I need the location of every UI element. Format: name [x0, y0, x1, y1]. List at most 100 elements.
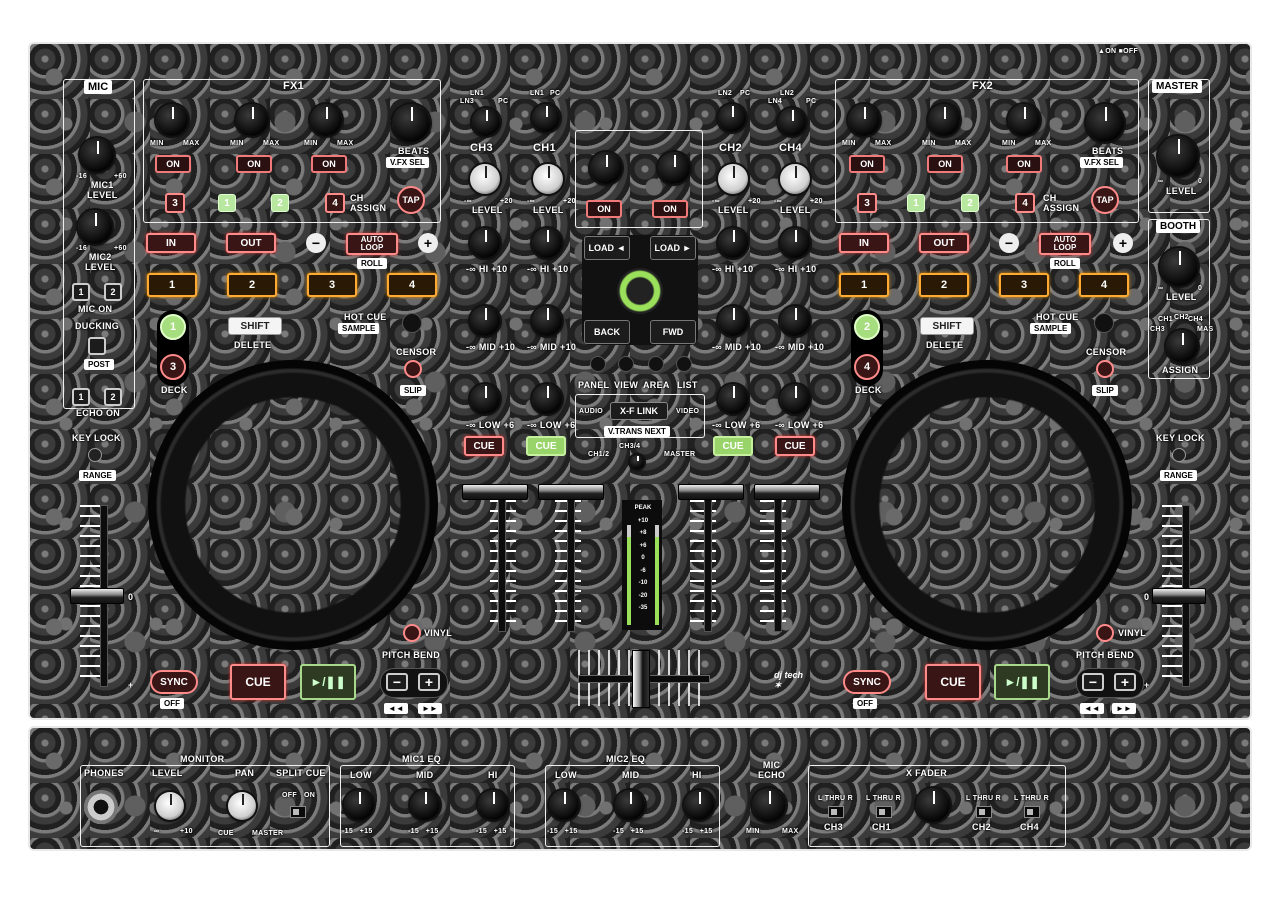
- panel-button[interactable]: [590, 356, 606, 372]
- right-pitch-fader[interactable]: [1152, 588, 1206, 604]
- ch2-mid-eq-knob[interactable]: [718, 306, 748, 336]
- right-key-lock-button[interactable]: [1172, 448, 1186, 462]
- ch4-channel-fader[interactable]: [754, 484, 820, 500]
- fx1-param1-knob[interactable]: [156, 104, 188, 136]
- echo-on-2-button[interactable]: 2: [104, 388, 122, 406]
- right-pad-4-button[interactable]: 4: [1079, 273, 1129, 297]
- ch4-input-select-knob[interactable]: [778, 108, 806, 136]
- back-button[interactable]: BACK: [584, 320, 630, 344]
- left-sync-button[interactable]: SYNC: [150, 670, 198, 694]
- fx1-assign-1-button[interactable]: 1: [218, 194, 236, 212]
- crossfader[interactable]: [632, 650, 650, 708]
- ch4-mid-eq-knob[interactable]: [780, 306, 810, 336]
- right-loop-out-button[interactable]: OUT: [919, 233, 969, 253]
- ch2-channel-fader[interactable]: [678, 484, 744, 500]
- left-pad-4-button[interactable]: 4: [387, 273, 437, 297]
- fx2-param2-knob[interactable]: [928, 104, 960, 136]
- right-play-pause-button[interactable]: ►/❚❚: [994, 664, 1050, 700]
- booth-level-knob[interactable]: [1160, 248, 1198, 286]
- meter-select-knob[interactable]: [630, 455, 644, 469]
- mic2-mid-eq-knob[interactable]: [615, 790, 645, 820]
- fx1-assign-2-button[interactable]: 2: [271, 194, 289, 212]
- ch1-mid-eq-knob[interactable]: [532, 306, 562, 336]
- left-pad-3-button[interactable]: 3: [307, 273, 357, 297]
- ch3-mid-eq-knob[interactable]: [470, 306, 500, 336]
- right-loop-in-button[interactable]: IN: [839, 233, 889, 253]
- ch1-level-knob[interactable]: [533, 164, 563, 194]
- ch2-cue-button[interactable]: CUE: [713, 436, 753, 456]
- mic1-level-knob[interactable]: [80, 138, 114, 172]
- ch2-input-select-knob[interactable]: [718, 104, 746, 132]
- ducking-button[interactable]: [88, 337, 106, 355]
- right-pitch-bend-minus-button[interactable]: −: [1082, 673, 1104, 691]
- right-deck-4-button[interactable]: 4: [854, 354, 880, 380]
- left-loop-in-button[interactable]: IN: [146, 233, 196, 253]
- ch3-input-select-knob[interactable]: [472, 108, 500, 136]
- ch1-low-eq-knob[interactable]: [532, 384, 562, 414]
- left-shift-button[interactable]: SHIFT: [228, 317, 282, 335]
- fx2-assign-4-button[interactable]: 4: [1015, 193, 1035, 213]
- left-jog-wheel[interactable]: [148, 360, 438, 650]
- ch1-xfader-assign-switch[interactable]: [876, 806, 892, 818]
- right-cue-button[interactable]: CUE: [925, 664, 981, 700]
- fx1-assign-4-button[interactable]: 4: [325, 193, 345, 213]
- left-loop-plus-button[interactable]: +: [418, 233, 438, 253]
- ch3-low-eq-knob[interactable]: [470, 384, 500, 414]
- ch4-cue-button[interactable]: CUE: [775, 436, 815, 456]
- right-pad-3-button[interactable]: 3: [999, 273, 1049, 297]
- fx1-on-2-button[interactable]: ON: [236, 155, 272, 173]
- fx2-assign-3-button[interactable]: 3: [857, 193, 877, 213]
- fx2-on-3-button[interactable]: ON: [1006, 155, 1042, 173]
- fx1-param3-knob[interactable]: [310, 104, 342, 136]
- mic2-hi-eq-knob[interactable]: [684, 790, 714, 820]
- mic2-level-knob[interactable]: [78, 210, 112, 244]
- left-pitch-bend-plus-button[interactable]: +: [418, 673, 440, 691]
- right-censor-button[interactable]: [1096, 360, 1114, 378]
- ch2-level-knob[interactable]: [718, 164, 748, 194]
- left-vinyl-button[interactable]: [403, 624, 421, 642]
- monitor-level-knob[interactable]: [156, 792, 184, 820]
- right-mode-button[interactable]: [1094, 313, 1114, 333]
- left-pad-1-button[interactable]: 1: [147, 273, 197, 297]
- mic1-low-eq-knob[interactable]: [344, 790, 374, 820]
- mic1-mid-eq-knob[interactable]: [410, 790, 440, 820]
- right-pad-2-button[interactable]: 2: [919, 273, 969, 297]
- fwd-button[interactable]: FWD: [650, 320, 696, 344]
- right-loop-plus-button[interactable]: +: [1113, 233, 1133, 253]
- headphone-jack[interactable]: [84, 790, 118, 824]
- fx1-on-1-button[interactable]: ON: [155, 155, 191, 173]
- load-left-button[interactable]: LOAD ◄: [584, 236, 630, 260]
- load-right-button[interactable]: LOAD ►: [650, 236, 696, 260]
- fx1-beats-knob[interactable]: [392, 104, 430, 142]
- left-pad-2-button[interactable]: 2: [227, 273, 277, 297]
- fx2-beats-knob[interactable]: [1086, 104, 1124, 142]
- ch3-level-knob[interactable]: [470, 164, 500, 194]
- left-cue-button[interactable]: CUE: [230, 664, 286, 700]
- fx1-assign-3-button[interactable]: 3: [165, 193, 185, 213]
- fx2-on-2-button[interactable]: ON: [927, 155, 963, 173]
- ch1-cue-button[interactable]: CUE: [526, 436, 566, 456]
- fx2-on-1-button[interactable]: ON: [849, 155, 885, 173]
- mixer-fx-knob-2[interactable]: [658, 152, 690, 184]
- fx1-tap-button[interactable]: TAP: [397, 186, 425, 214]
- ch3-cue-button[interactable]: CUE: [464, 436, 504, 456]
- fx2-assign-1-button[interactable]: 1: [907, 194, 925, 212]
- left-pitch-bend-minus-button[interactable]: −: [386, 673, 408, 691]
- right-shift-button[interactable]: SHIFT: [920, 317, 974, 335]
- left-play-pause-button[interactable]: ►/❚❚: [300, 664, 356, 700]
- mic-on-2-button[interactable]: 2: [104, 283, 122, 301]
- left-censor-button[interactable]: [404, 360, 422, 378]
- left-pitch-fader[interactable]: [70, 588, 124, 604]
- ch2-hi-eq-knob[interactable]: [718, 228, 748, 258]
- fx2-param1-knob[interactable]: [848, 104, 880, 136]
- ch2-low-eq-knob[interactable]: [718, 384, 748, 414]
- fx2-tap-button[interactable]: TAP: [1091, 186, 1119, 214]
- ch1-input-select-knob[interactable]: [532, 104, 560, 132]
- ch4-level-knob[interactable]: [780, 164, 810, 194]
- mixer-fx-on-1-button[interactable]: ON: [586, 200, 622, 218]
- mic-echo-knob[interactable]: [752, 788, 786, 822]
- fx2-assign-2-button[interactable]: 2: [961, 194, 979, 212]
- right-deck-2-button[interactable]: 2: [854, 314, 880, 340]
- split-cue-switch[interactable]: [290, 806, 306, 818]
- mic2-low-eq-knob[interactable]: [549, 790, 579, 820]
